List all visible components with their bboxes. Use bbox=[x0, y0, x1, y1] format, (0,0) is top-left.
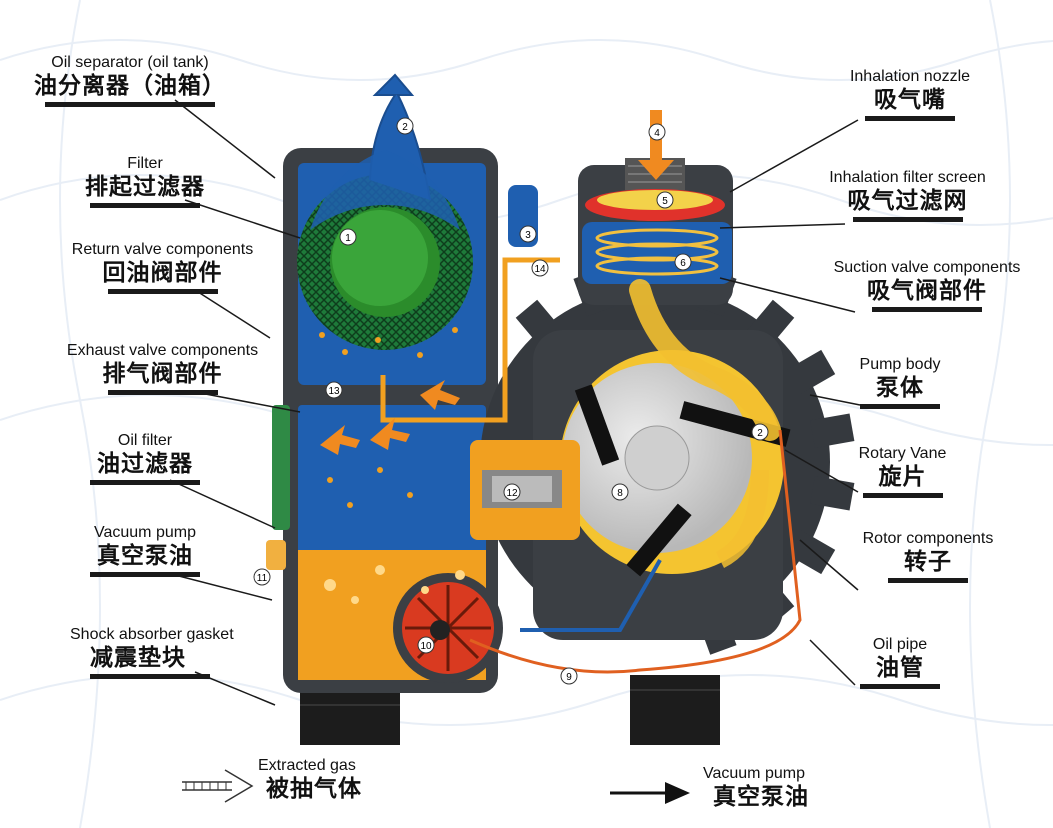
label-rotor: Rotor components 转子 bbox=[848, 530, 1008, 583]
oil-filter-window bbox=[272, 405, 290, 530]
callout-2a: 2 bbox=[402, 122, 408, 133]
label-shock-gasket-zh: 减震垫块 bbox=[90, 644, 186, 670]
label-vacuum-pump-oil-zh: 真空泵油 bbox=[97, 542, 193, 568]
legend-oil-arrow-icon bbox=[610, 782, 690, 804]
label-exhaust-valve-en: Exhaust valve components bbox=[66, 342, 259, 359]
label-pump-body-en: Pump body bbox=[859, 356, 941, 373]
oil-pipe bbox=[469, 429, 802, 674]
label-return-valve-zh: 回油阀部件 bbox=[102, 259, 223, 285]
legend-gas: Extracted gas 被抽气体 bbox=[258, 757, 398, 802]
callout-3: 3 bbox=[525, 230, 531, 241]
intake-gas-arrow bbox=[638, 110, 674, 180]
label-filter-zh: 排起过滤器 bbox=[85, 173, 205, 199]
callout-10: 10 bbox=[420, 641, 432, 652]
legend-gas-zh: 被抽气体 bbox=[266, 775, 362, 801]
label-suction-valve-en: Suction valve components bbox=[833, 259, 1021, 276]
callout-numbers: 1 2 3 4 5 6 2 8 9 10 11 12 13 14 bbox=[253, 117, 769, 685]
legend-oil: Vacuum pump 真空泵油 bbox=[703, 765, 843, 810]
intake-gas-flow bbox=[629, 279, 781, 441]
legend-gas-en: Extracted gas bbox=[258, 757, 356, 774]
label-vacuum-pump-oil: Vacuum pump 真空泵油 bbox=[60, 524, 230, 577]
legend-oil-zh: 真空泵油 bbox=[713, 783, 809, 809]
label-inhalation-filter: Inhalation filter screen 吸气过滤网 bbox=[815, 169, 1000, 222]
label-filter: Filter 排起过滤器 bbox=[70, 155, 220, 208]
label-shock-gasket-en: Shock absorber gasket bbox=[70, 626, 234, 643]
label-inhalation-filter-zh: 吸气过滤网 bbox=[847, 187, 968, 213]
label-exhaust-valve-zh: 排气阀部件 bbox=[102, 360, 223, 386]
label-vacuum-pump-oil-en: Vacuum pump bbox=[94, 524, 196, 541]
label-return-valve-en: Return valve components bbox=[71, 241, 254, 258]
right-foot bbox=[630, 675, 720, 745]
callout-5: 5 bbox=[662, 196, 668, 207]
callout-13: 13 bbox=[328, 386, 340, 397]
left-foot bbox=[300, 690, 400, 745]
label-inhalation-nozzle-en: Inhalation nozzle bbox=[849, 68, 971, 85]
rotary-vane-1 bbox=[574, 384, 620, 466]
label-oil-separator: Oil separator (oil tank) 油分离器（油箱） bbox=[30, 54, 230, 107]
callout-6: 6 bbox=[680, 258, 686, 269]
rotary-vane-3 bbox=[626, 503, 692, 577]
callout-12: 12 bbox=[506, 488, 518, 499]
label-oil-filter-zh: 油过滤器 bbox=[97, 450, 193, 476]
oil-bubbles bbox=[324, 565, 465, 604]
label-rotor-zh: 转子 bbox=[904, 548, 952, 574]
label-rotary-vane-en: Rotary Vane bbox=[858, 445, 947, 462]
return-oil-pipe bbox=[380, 257, 560, 423]
label-inhalation-nozzle: Inhalation nozzle 吸气嘴 bbox=[830, 68, 990, 121]
label-suction-valve-zh: 吸气阀部件 bbox=[867, 277, 987, 303]
label-oil-pipe-en: Oil pipe bbox=[872, 636, 928, 653]
label-inhalation-nozzle-zh: 吸气嘴 bbox=[874, 86, 946, 112]
label-oil-pipe-zh: 油管 bbox=[876, 654, 924, 680]
label-return-valve: Return valve components 回油阀部件 bbox=[55, 241, 270, 294]
suction-valve-block bbox=[582, 222, 732, 284]
blue-line bbox=[520, 559, 662, 632]
callout-14: 14 bbox=[534, 264, 546, 275]
legend-gas-arrow-icon bbox=[182, 769, 254, 803]
label-oil-pipe: Oil pipe 油管 bbox=[855, 636, 945, 689]
label-shock-gasket: Shock absorber gasket 减震垫块 bbox=[70, 626, 265, 679]
callout-11: 11 bbox=[257, 573, 268, 584]
label-rotary-vane-zh: 旋片 bbox=[878, 463, 927, 489]
legend-oil-en: Vacuum pump bbox=[703, 765, 805, 782]
gas-flow-arrows bbox=[320, 380, 460, 455]
label-oil-filter: Oil filter 油过滤器 bbox=[70, 432, 220, 485]
label-oil-filter-en: Oil filter bbox=[117, 432, 173, 449]
callout-8: 8 bbox=[617, 488, 623, 499]
label-inhalation-filter-en: Inhalation filter screen bbox=[829, 169, 986, 186]
leader-lines bbox=[169, 99, 861, 706]
label-suction-valve: Suction valve components 吸气阀部件 bbox=[818, 259, 1036, 312]
callout-9: 9 bbox=[566, 672, 572, 683]
callout-1: 1 bbox=[345, 233, 351, 244]
label-oil-separator-en: Oil separator (oil tank) bbox=[51, 54, 209, 71]
label-pump-body: Pump body 泵体 bbox=[840, 356, 960, 409]
label-oil-separator-zh: 油分离器（油箱） bbox=[34, 72, 226, 98]
callout-2b: 2 bbox=[757, 428, 763, 439]
label-pump-body-zh: 泵体 bbox=[876, 374, 924, 400]
oil-droplets bbox=[319, 327, 458, 508]
label-exhaust-valve: Exhaust valve components 排气阀部件 bbox=[50, 342, 275, 395]
callout-4: 4 bbox=[654, 128, 660, 139]
label-rotor-en: Rotor components bbox=[862, 530, 994, 547]
label-rotary-vane: Rotary Vane 旋片 bbox=[845, 445, 960, 498]
label-filter-en: Filter bbox=[127, 155, 163, 172]
